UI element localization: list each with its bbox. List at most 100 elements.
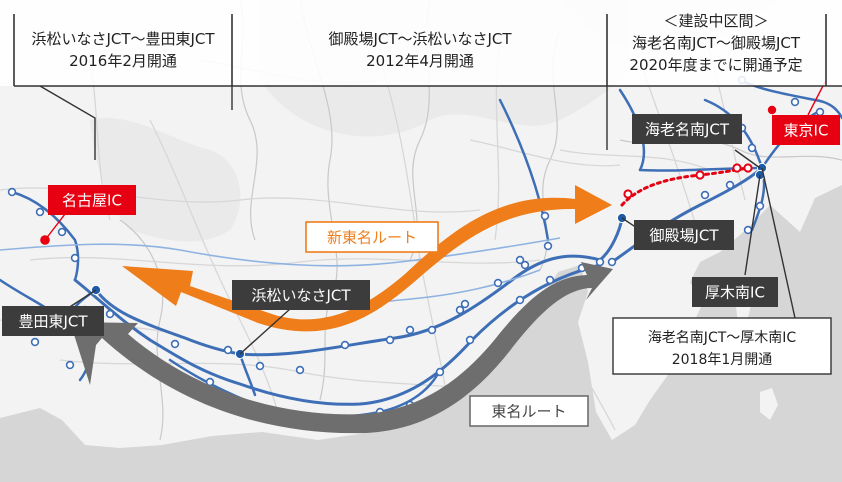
tomei-expressway [73, 263, 602, 406]
ebina-atsugi-callout-line1: 海老名南JCT〜厚木南IC [648, 330, 797, 346]
ic-node [520, 260, 530, 270]
minor-road-8 [559, 329, 616, 431]
label-nagoya-ic-box [48, 185, 136, 215]
segment-3-tag: ＜建設中区間＞ [663, 12, 768, 30]
construction-section-layer [620, 163, 753, 207]
label-ebina-minami-jct-box [632, 114, 742, 144]
header-segment-under-construction: ＜建設中区間＞ 海老名南JCT〜御殿場JCT 2020年度までに開通予定 [629, 12, 802, 74]
offshore-island [760, 388, 778, 420]
ic-node [543, 241, 553, 251]
construction-ic-node-1 [695, 170, 705, 180]
ic-node [255, 361, 265, 371]
label-shin-tomei-route: 新東名ルート [305, 221, 439, 253]
ic-node [725, 180, 735, 190]
labels-layer: 海老名南JCT 東京IC 名古屋IC 御殿場JCT 厚木南IC 浜松いなさJCT 豊田東JC… [2, 114, 840, 427]
segment-1-name: 浜松いなさJCT〜豊田東JCT [31, 30, 215, 48]
ic-node [57, 227, 67, 237]
ic-node [493, 278, 503, 288]
label-gotemba-jct-box [634, 220, 734, 250]
construction-ic-node-3 [743, 163, 753, 173]
route-arrows-layer [70, 185, 613, 434]
segment-3-opened: 2020年度までに開通予定 [629, 56, 802, 74]
ic-node [700, 190, 710, 200]
label-shin-tomei-route-text: 新東名ルート [327, 228, 417, 246]
label-tomei-route-text: 東名ルート [491, 402, 566, 420]
label-shin-tomei-route-box [305, 221, 439, 253]
label-tokyo-ic-text: 東京IC [784, 121, 829, 139]
label-tomei-route: 東名ルート [469, 395, 589, 427]
leader-ebina-minami [734, 149, 761, 169]
ic-node [815, 107, 825, 117]
leader-lines-layer [44, 79, 827, 355]
ic-node [540, 211, 550, 221]
ic-node [455, 305, 465, 315]
ic-node [545, 275, 555, 285]
label-atsugi-minami-ic: 厚木南IC [692, 277, 778, 307]
ic-node [30, 337, 40, 347]
minor-road-1 [29, 256, 541, 267]
construction-ic-node-2 [732, 163, 742, 173]
ic-node [743, 225, 753, 235]
segment-1-opened: 2016年2月開通 [69, 52, 177, 70]
ebina-atsugi-callout: 海老名南JCT〜厚木南IC 2018年1月開通 [612, 317, 832, 375]
label-toyota-higashi-jct: 豊田東JCT [2, 306, 104, 336]
ic-node [747, 143, 757, 153]
ic-node [70, 253, 80, 263]
label-ebina-minami-jct-text: 海老名南JCT [645, 120, 730, 138]
label-ebina-minami-jct: 海老名南JCT [632, 114, 742, 144]
ebina-atsugi-callout-line2: 2018年1月開通 [672, 352, 773, 368]
segment-2-opened: 2012年4月開通 [366, 52, 474, 70]
ic-node [105, 309, 115, 319]
ic-node [460, 299, 470, 309]
label-atsugi-minami-ic-box [692, 277, 778, 307]
ebina-atsugi-callout-box [612, 317, 832, 375]
tomei-east-section [610, 166, 764, 264]
ic-node [515, 255, 525, 265]
ic-node [427, 325, 437, 335]
ic-node [385, 335, 395, 345]
ic-node [755, 201, 765, 211]
label-nagoya-ic: 名古屋IC [48, 185, 136, 215]
ic-node [340, 340, 350, 350]
minor-road-11 [559, 149, 711, 171]
secondary-route-north [0, 237, 561, 267]
ic-node [65, 360, 75, 370]
minor-road-13 [469, 139, 621, 167]
ic-node [35, 207, 45, 217]
header-layer: 浜松いなさJCT〜豊田東JCT 2016年2月開通 御殿場JCT〜浜松いなさJCT 2… [0, 0, 842, 160]
construction-ic-node-0 [623, 189, 633, 199]
segment-3-name: 海老名南JCT〜御殿場JCT [632, 34, 801, 52]
expressways-layer [0, 78, 842, 419]
chubu-odan-expressway [498, 98, 550, 242]
label-gotemba-jct: 御殿場JCT [634, 220, 734, 250]
label-hamamatsu-inasa-jct: 浜松いなさJCT [232, 280, 370, 310]
label-toyota-higashi-jct-text: 豊田東JCT [18, 312, 88, 330]
label-nagoya-ic-text: 名古屋IC [62, 191, 122, 209]
leader-ebina-atsugi-callout [761, 167, 796, 319]
header-background [0, 0, 842, 86]
label-gotemba-jct-text: 御殿場JCT [649, 226, 719, 244]
tomei-route-arrow [70, 262, 613, 434]
minor-road-3 [149, 119, 281, 421]
ic-node [790, 97, 800, 107]
nagoya-north-route [10, 190, 80, 282]
header-segment-hamamatsu-gotemba: 御殿場JCT〜浜松いなさJCT 2012年4月開通 [328, 30, 512, 70]
header-drop-line-left [39, 85, 96, 160]
shin-tomei-route-arrow [122, 185, 612, 332]
ic-node [223, 345, 233, 355]
shin-tomei-expressway [94, 216, 624, 357]
label-tokyo-ic: 東京IC [772, 115, 840, 145]
tokyo-ic-marker [767, 105, 777, 115]
ic-node [465, 335, 475, 345]
prefecture-border-5 [119, 219, 164, 441]
ic-node [7, 187, 17, 197]
segment-2-name: 御殿場JCT〜浜松いなさJCT [328, 30, 512, 48]
label-tomei-route-box [469, 395, 589, 427]
ic-node [295, 365, 305, 375]
label-tokyo-ic-box [772, 115, 840, 145]
ic-node [405, 325, 415, 335]
label-hamamatsu-inasa-jct-box [232, 280, 370, 310]
label-atsugi-minami-ic-text: 厚木南IC [705, 283, 765, 301]
